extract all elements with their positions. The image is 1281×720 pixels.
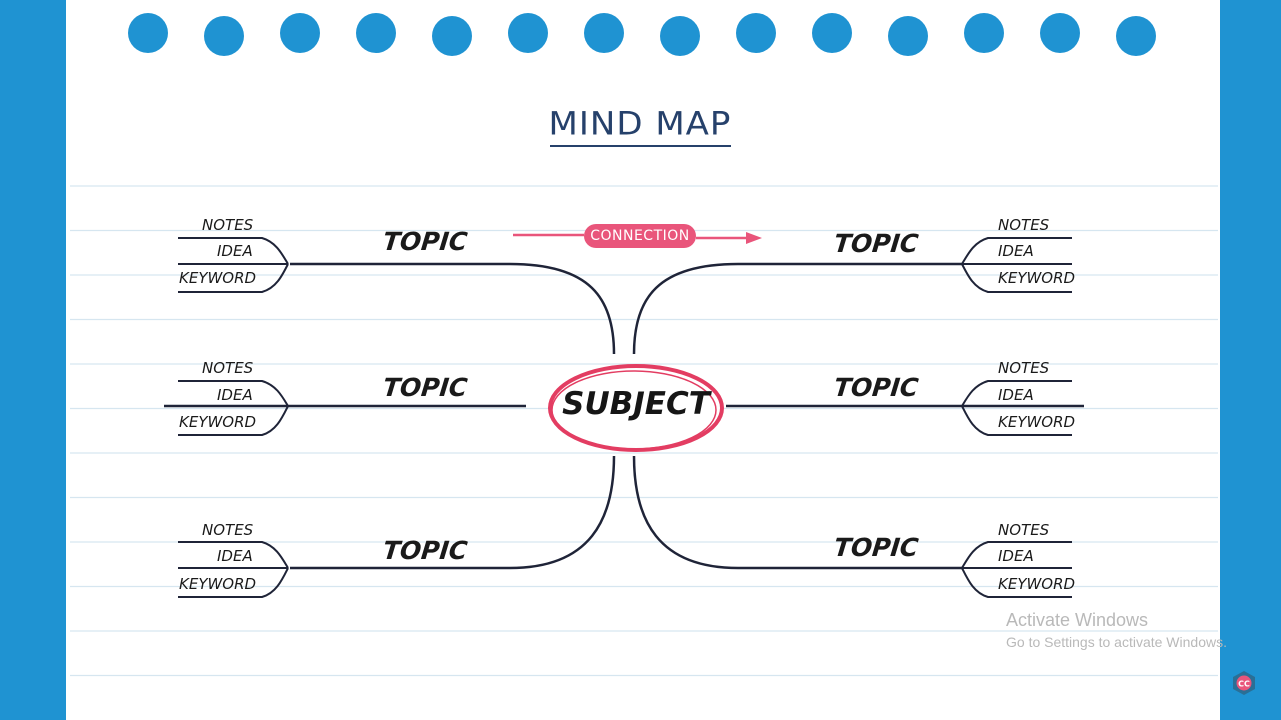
topic-label-middle-right: TOPIC <box>832 373 920 402</box>
binder-hole <box>128 13 168 53</box>
binder-hole <box>1116 16 1156 56</box>
branch-link-top-left <box>290 262 616 355</box>
leaf-fan-bottom-right <box>961 541 1072 598</box>
branch-link-bottom-right <box>632 455 962 570</box>
leaf-keyword-bottom-right: KEYWORD <box>998 575 1076 593</box>
binder-hole <box>280 13 320 53</box>
branch-link-top-right <box>632 262 962 355</box>
leaf-notes-bottom-right: NOTES <box>998 521 1050 539</box>
topic-label-middle-left: TOPIC <box>381 373 469 402</box>
leaf-notes-middle-right: NOTES <box>998 359 1050 377</box>
binder-hole <box>1040 13 1080 53</box>
topic-label-bottom-left: TOPIC <box>381 536 469 565</box>
binder-hole <box>432 16 472 56</box>
binder-hole <box>204 16 244 56</box>
leaf-idea-middle-right: IDEA <box>998 386 1034 404</box>
title-underline <box>550 145 731 147</box>
topic-label-top-left: TOPIC <box>381 227 469 256</box>
leaf-notes-top-right: NOTES <box>998 216 1050 234</box>
leaf-idea-middle-left: IDEA <box>217 386 253 404</box>
subject-label: SUBJECT <box>562 386 710 422</box>
leaf-fan-middle-left <box>178 380 289 436</box>
leaf-fan-top-right <box>961 237 1072 293</box>
leaf-notes-top-left: NOTES <box>202 216 254 234</box>
topic-label-bottom-right: TOPIC <box>832 533 920 562</box>
leaf-fan-top-left <box>178 237 289 293</box>
binder-hole <box>584 13 624 53</box>
leaf-fan-bottom-left <box>178 541 289 598</box>
page-title: MIND MAP <box>548 105 732 143</box>
binder-hole <box>964 13 1004 53</box>
binder-hole <box>888 16 928 56</box>
leaf-notes-bottom-left: NOTES <box>202 521 254 539</box>
binder-hole <box>508 13 548 53</box>
leaf-keyword-middle-left: KEYWORD <box>179 413 257 431</box>
leaf-keyword-middle-right: KEYWORD <box>998 413 1076 431</box>
connection-arrowhead <box>746 232 762 244</box>
activate-windows-subtitle: Go to Settings to activate Windows. <box>1006 634 1227 650</box>
leaf-idea-bottom-right: IDEA <box>998 547 1034 565</box>
branch-link-bottom-left <box>290 455 616 570</box>
leaf-idea-top-left: IDEA <box>217 242 253 260</box>
leaf-fan-middle-right <box>961 380 1072 436</box>
binder-hole <box>812 13 852 53</box>
leaf-notes-middle-left: NOTES <box>202 359 254 377</box>
leaf-keyword-top-left: KEYWORD <box>179 269 257 287</box>
activate-windows-title: Activate Windows <box>1006 610 1149 630</box>
subject-ellipse <box>548 364 724 452</box>
captions-icon[interactable]: CC <box>1231 670 1257 696</box>
leaf-keyword-bottom-left: KEYWORD <box>179 575 257 593</box>
binder-hole <box>736 13 776 53</box>
leaf-idea-bottom-left: IDEA <box>217 547 253 565</box>
notebook-paper <box>66 0 1220 720</box>
captions-badge-label: CC <box>1238 680 1250 689</box>
binder-hole <box>356 13 396 53</box>
binder-hole <box>660 16 700 56</box>
subject-ellipse-overstroke <box>551 370 717 450</box>
connection-label: CONNECTION <box>584 224 696 248</box>
leaf-idea-top-right: IDEA <box>998 242 1034 260</box>
topic-label-top-right: TOPIC <box>832 229 920 258</box>
leaf-keyword-top-right: KEYWORD <box>998 269 1076 287</box>
